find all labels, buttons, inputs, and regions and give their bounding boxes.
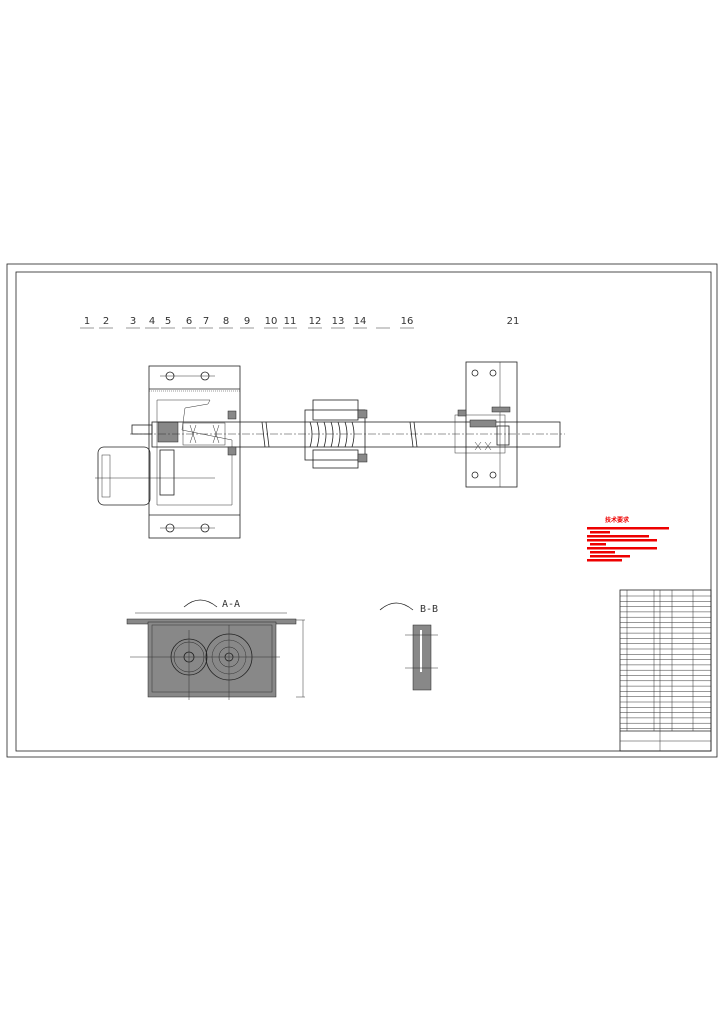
balloon-number: 8: [223, 316, 229, 327]
technical-requirements: 技术要求: [587, 516, 669, 562]
mounting-holes: [160, 371, 215, 533]
balloon-number: 14: [354, 316, 367, 327]
balloon-number: 6: [186, 316, 192, 327]
balloon-number: 2: [103, 316, 109, 327]
balloon-number: 5: [165, 316, 171, 327]
balloon-number: 4: [149, 316, 155, 327]
balloon-number: 7: [203, 316, 209, 327]
balloon-number: 1: [84, 316, 90, 327]
section-b-b-label: B-B: [420, 604, 438, 615]
section-a-a-view: A-A: [126, 599, 305, 700]
gear: [157, 421, 179, 443]
balloon-number: 12: [309, 316, 322, 327]
right-bearing-housing: [465, 361, 518, 488]
left-bearing-housing: [148, 365, 241, 539]
section-a-a-label: A-A: [222, 599, 240, 610]
outer-frame: [6, 263, 718, 758]
balloon-number: 10: [265, 316, 278, 327]
balloon-number: 3: [130, 316, 136, 327]
pinion-shaft: [159, 449, 175, 496]
motor: [97, 446, 151, 506]
balloon-number: 11: [284, 316, 297, 327]
parts-list-title-block: [619, 589, 712, 752]
ball-screw-nut: [304, 399, 368, 469]
balloon-number: 13: [332, 316, 345, 327]
balloon-number: 9: [244, 316, 250, 327]
main-assembly-view: [95, 361, 565, 539]
technical-requirements-title: 技术要求: [605, 516, 630, 524]
lead-screw: [151, 421, 561, 448]
section-b-b-view: B-B: [379, 602, 438, 691]
inner-frame: [15, 271, 712, 752]
balloon-number: 16: [401, 316, 414, 327]
balloon-number: 21: [507, 316, 520, 327]
